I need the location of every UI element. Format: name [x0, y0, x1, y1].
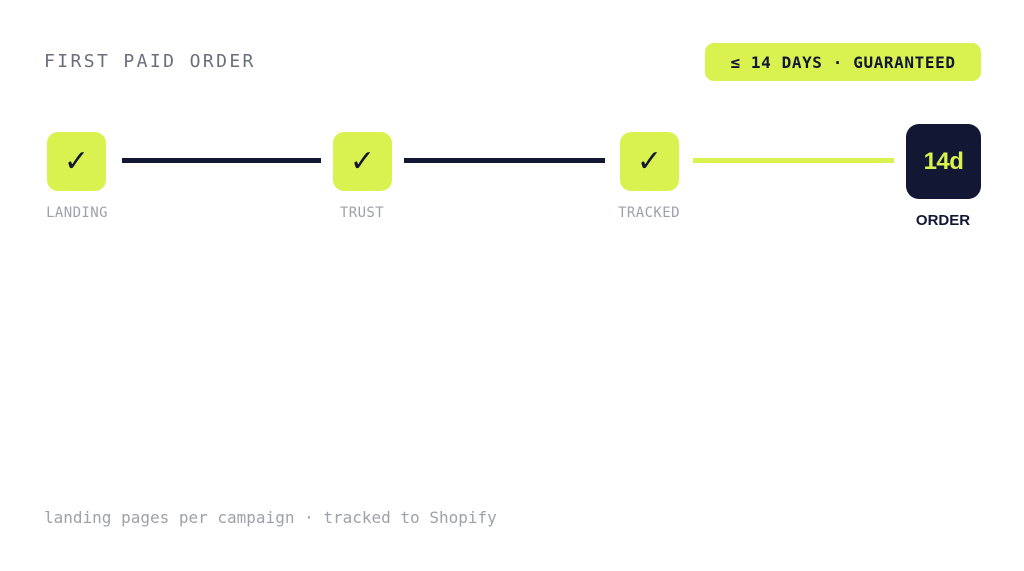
- step-landing-label: LANDING: [46, 205, 108, 221]
- step-order-label: ORDER: [915, 212, 971, 229]
- step-landing-check-icon: ✓: [47, 132, 106, 191]
- page-title: FIRST PAID ORDER: [44, 51, 256, 72]
- step-tracked-check-icon: ✓: [620, 132, 679, 191]
- step-order-days-box: 14d: [906, 124, 981, 199]
- guarantee-badge: ≤ 14 DAYS · GUARANTEED: [705, 43, 981, 81]
- footer-caption: landing pages per campaign · tracked to …: [44, 508, 497, 527]
- step-trust-label: TRUST: [339, 205, 385, 221]
- connector-trust-tracked: [404, 158, 605, 163]
- connector-tracked-order: [693, 158, 894, 163]
- step-trust-check-icon: ✓: [333, 132, 392, 191]
- connector-landing-trust: [122, 158, 321, 163]
- step-tracked-label: TRACKED: [618, 205, 680, 221]
